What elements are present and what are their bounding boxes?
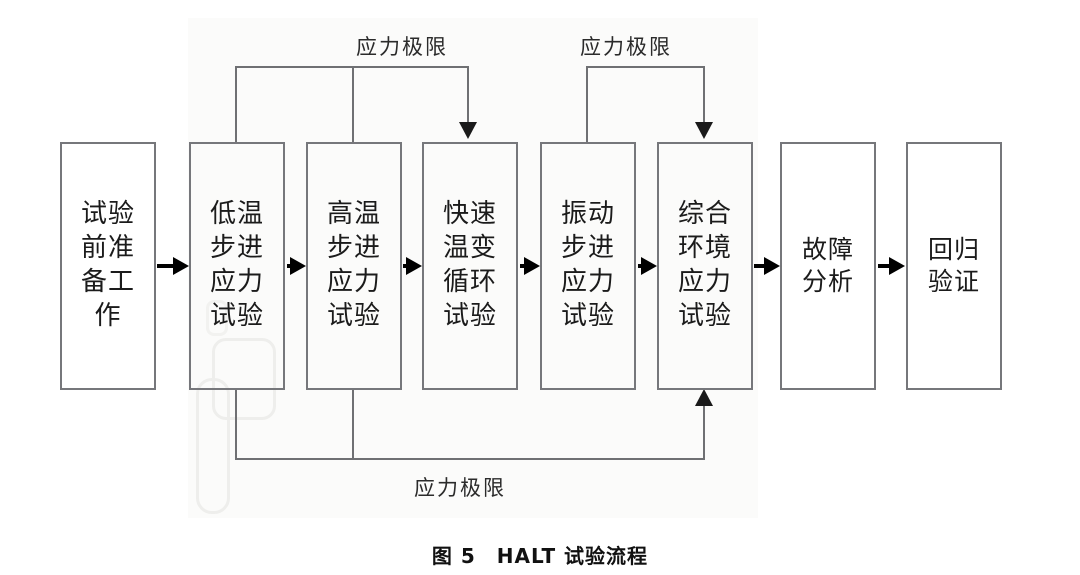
- process-box-label: 故障 分析: [801, 234, 854, 297]
- process-box-regression-verify[interactable]: 回归 验证: [906, 142, 1002, 390]
- process-box-label: 高温 步进 应力 试验: [326, 199, 381, 331]
- process-box-high-temp-step-stress[interactable]: 高温 步进 应力 试验: [306, 142, 402, 390]
- feedback-top-left-label: 应力极限: [356, 35, 448, 59]
- flow-arrow-vibration-to-combined-env: [641, 257, 657, 275]
- flow-arrow-prep-to-low-temp: [173, 257, 189, 275]
- flow-arrow-fault-analysis-to-regression: [889, 257, 905, 275]
- figure-caption: 图 5 HALT 试验流程: [431, 544, 649, 568]
- process-box-label: 试验 前准 备工 作: [80, 199, 135, 331]
- flow-arrow-high-temp-to-thermal-cycle: [406, 257, 422, 275]
- process-box-rapid-thermal-cycle[interactable]: 快速 温变 循环 试验: [422, 142, 518, 390]
- watermark-artifact: [196, 378, 230, 514]
- process-box-label: 低温 步进 应力 试验: [209, 199, 264, 331]
- feedback-top-left-arrowhead: [459, 122, 477, 139]
- process-box-fault-analysis[interactable]: 故障 分析: [780, 142, 876, 390]
- feedback-top-left-bar: [235, 66, 469, 68]
- feedback-bottom-riser-high-temp: [352, 388, 354, 460]
- feedback-bottom-ascender: [703, 406, 705, 460]
- feedback-bottom-arrowhead: [695, 389, 713, 406]
- process-box-label: 振动 步进 应力 试验: [560, 199, 615, 331]
- flow-arrow-low-temp-to-high-temp: [290, 257, 306, 275]
- process-box-label: 回归 验证: [927, 234, 980, 297]
- feedback-bottom-riser-low-temp: [235, 388, 237, 460]
- process-box-low-temp-step-stress[interactable]: 低温 步进 应力 试验: [189, 142, 285, 390]
- feedback-top-left-descender: [467, 66, 469, 124]
- process-box-vibration-step-stress[interactable]: 振动 步进 应力 试验: [540, 142, 636, 390]
- feedback-bottom-bar: [235, 458, 705, 460]
- feedback-top-left-riser-low-temp: [235, 66, 237, 144]
- flow-arrow-shaft: [520, 264, 527, 268]
- process-box-label: 综合 环境 应力 试验: [677, 199, 732, 331]
- process-box-combined-env-stress[interactable]: 综合 环境 应力 试验: [657, 142, 753, 390]
- flow-arrow-thermal-cycle-to-vibration: [524, 257, 540, 275]
- flow-arrow-shaft: [754, 264, 766, 268]
- feedback-top-right-arrowhead: [695, 122, 713, 139]
- process-box-pre-test-prep[interactable]: 试验 前准 备工 作: [60, 142, 156, 390]
- flow-arrow-shaft: [157, 264, 177, 268]
- feedback-top-right-bar: [586, 66, 704, 68]
- feedback-top-right-label: 应力极限: [580, 35, 672, 59]
- process-box-label: 快速 温变 循环 试验: [442, 199, 497, 331]
- flow-arrow-shaft: [878, 264, 892, 268]
- feedback-top-right-riser-vibration: [586, 66, 588, 144]
- feedback-bottom-label: 应力极限: [414, 476, 506, 500]
- feedback-top-left-riser-high-temp: [352, 66, 354, 144]
- flow-arrow-combined-env-to-fault-analysis: [764, 257, 780, 275]
- feedback-top-right-descender: [703, 66, 705, 124]
